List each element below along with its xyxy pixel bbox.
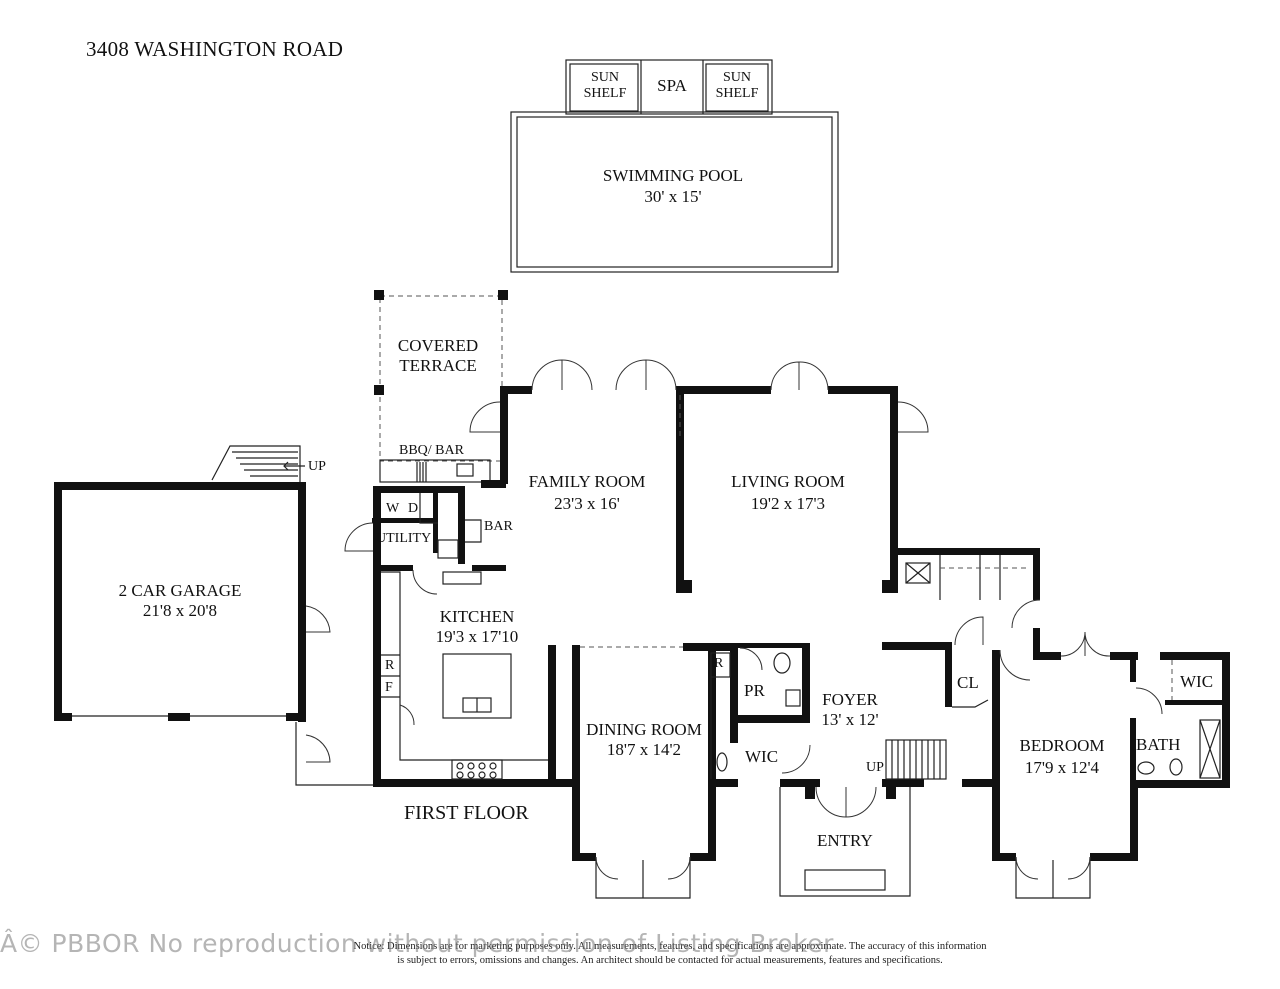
bath-label: BATH (1136, 735, 1181, 754)
foyer-name: FOYER (822, 690, 878, 709)
entry-label: ENTRY (817, 831, 873, 850)
terrace-label: COVERED TERRACE (397, 336, 479, 375)
family-room-size: 23'3 x 16' (554, 494, 620, 513)
swimming-pool (510, 59, 839, 273)
foyer-wic-label: WIC (745, 747, 779, 766)
bedroom-wic-label: WIC (1180, 672, 1214, 691)
garage-stairs-up-label: UP (308, 459, 326, 474)
family-room-name: FAMILY ROOM (528, 472, 646, 491)
disclaimer-line-1: Notice: Dimensions are for marketing pur… (353, 941, 987, 952)
house-walls (372, 386, 1230, 861)
copyright-watermark: Â© PBBOR No reproduction without permiss… (0, 929, 834, 958)
garage-size: 21'8 x 20'8 (142, 601, 218, 620)
utility-label: UTILITY (376, 531, 432, 546)
dining-room-name: DINING ROOM (586, 720, 702, 739)
garage (54, 445, 375, 786)
washer-label: W (386, 501, 400, 516)
pool-size: 30' x 15' (644, 187, 702, 206)
bedroom-size: 17'9 x 12'4 (1024, 758, 1100, 777)
fridge-r-label: R (385, 658, 395, 673)
disclaimer-line-2: is subject to errors, omissions and chan… (397, 955, 943, 966)
dining-fridge-r-label: R (714, 656, 724, 671)
dryer-label: D (408, 501, 419, 516)
bar-label: BAR (484, 519, 513, 534)
sun-shelf-right-label: SUN SHELF (715, 70, 759, 102)
bedroom-name: BEDROOM (1019, 736, 1105, 755)
living-room-size: 19'2 x 17'3 (750, 494, 826, 513)
dining-room-size: 18'7 x 14'2 (606, 740, 682, 759)
closet-label: CL (957, 673, 979, 692)
foyer-stairs-up-label: UP (866, 760, 884, 775)
freezer-f-label: F (385, 680, 393, 695)
powder-room-label: PR (744, 681, 765, 700)
property-title: 3408 WASHINGTON ROAD (86, 37, 344, 61)
living-room-name: LIVING ROOM (731, 472, 845, 491)
interior-details (381, 395, 1221, 899)
floor-label: FIRST FLOOR (404, 802, 529, 824)
covered-terrace (374, 290, 508, 483)
sun-shelf-left-label: SUN SHELF (583, 70, 627, 102)
kitchen-name: KITCHEN (439, 607, 515, 626)
garage-name: 2 CAR GARAGE (118, 581, 242, 600)
kitchen-size: 19'3 x 17'10 (435, 627, 519, 646)
bbq-bar-label: BBQ/ BAR (399, 443, 464, 458)
foyer-size: 13' x 12' (821, 710, 879, 729)
spa-label: SPA (657, 76, 687, 95)
doors (344, 359, 1163, 880)
pool-name: SWIMMING POOL (602, 166, 744, 185)
